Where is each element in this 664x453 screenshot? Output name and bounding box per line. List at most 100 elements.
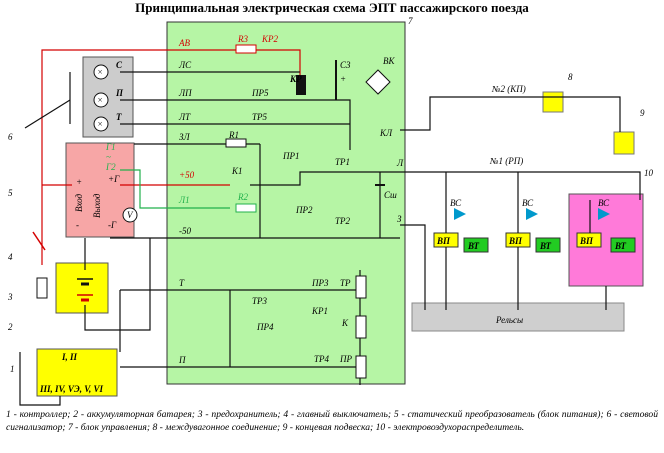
intercar-connection — [542, 91, 564, 113]
callout-1: 1 — [10, 364, 15, 374]
label-lamp-p: П — [115, 88, 124, 98]
label-minus-g: -Г — [108, 220, 117, 230]
p50-wire-b — [250, 171, 400, 186]
label-m50: -50 — [179, 226, 191, 236]
diode-icon-2 — [526, 208, 538, 220]
label-pr5: ПР5 — [251, 88, 269, 98]
label-k1: К1 — [231, 166, 242, 176]
z-rail-wire — [400, 224, 426, 310]
lamp-s-x: × — [97, 67, 103, 77]
av-wire — [41, 49, 301, 265]
label-input: Вход — [74, 193, 84, 212]
page-title: Принципиальная электрическая схема ЭПТ п… — [135, 0, 529, 15]
l1-wire — [120, 169, 230, 209]
callout-10: 10 — [644, 168, 654, 178]
controller-left-wire — [19, 352, 61, 406]
label-tr3: ТР3 — [252, 296, 268, 306]
label-c3: С3 — [340, 60, 351, 70]
label-lp: ЛП — [178, 88, 192, 98]
r3-resistor — [235, 44, 257, 54]
label-r1: R1 — [228, 130, 239, 140]
figure-caption: 1 - контроллер; 2 - аккумуляторная батар… — [6, 409, 658, 433]
kr-coil — [296, 75, 306, 95]
label-vs-3: ВС — [598, 198, 610, 208]
tr-coil — [355, 275, 367, 299]
label-vp-3: ВП — [579, 236, 594, 246]
label-lamp-s: С — [116, 60, 123, 70]
end-hose — [613, 131, 635, 155]
label-vp-1: ВП — [436, 236, 451, 246]
label-lt: ЛТ — [178, 112, 191, 122]
callout-7: 7 — [408, 16, 413, 26]
voltmeter-icon — [122, 207, 138, 223]
callout-5: 5 — [8, 188, 13, 198]
label-tr: ТР — [340, 278, 351, 288]
label-pr: ПР — [339, 354, 352, 364]
label-l1: Л1 — [178, 195, 190, 205]
vt-box-3 — [610, 237, 636, 253]
label-tr5: ТР5 — [252, 112, 268, 122]
label-l: Л — [396, 158, 404, 168]
diode-icon-1 — [454, 208, 466, 220]
label-rails: Рельсы — [495, 315, 523, 325]
label-plus-in: + — [76, 177, 82, 187]
callout-6: 6 — [8, 132, 13, 142]
label-k: К — [341, 318, 349, 328]
label-voltmeter: V — [127, 210, 134, 220]
label-g1: Г1 — [105, 142, 116, 152]
label-n1: №1 (РП) — [489, 156, 523, 166]
label-vt-2: ВТ — [539, 241, 551, 251]
label-output: Выход — [92, 193, 102, 218]
label-r2: R2 — [237, 192, 248, 202]
label-t: Т — [179, 278, 185, 288]
label-kr1: КР1 — [311, 306, 328, 316]
k-coil — [355, 315, 367, 339]
fuse-icon — [36, 277, 48, 299]
label-av: АВ — [178, 38, 190, 48]
control-unit-block — [166, 21, 406, 385]
lamp-p-icon — [93, 92, 109, 108]
label-g2: Г2 — [105, 162, 116, 172]
label-vp-2: ВП — [508, 236, 523, 246]
label-p: П — [178, 355, 186, 365]
lamp-p-x: × — [97, 95, 103, 105]
label-pr4: ПР4 — [256, 322, 274, 332]
vk-bridge-icon — [365, 69, 391, 95]
label-ls: ЛС — [178, 60, 192, 70]
controller-box — [36, 348, 118, 397]
label-cs: Сш — [384, 190, 397, 200]
pr-coil — [355, 355, 367, 379]
label-plus-g: +Г — [108, 174, 120, 184]
label-kr: КР — [289, 74, 302, 84]
label-vt-1: ВТ — [467, 241, 479, 251]
main-switch-icon — [32, 231, 46, 251]
label-p50: +50 — [179, 170, 195, 180]
converter-block — [65, 142, 135, 238]
label-r3: R3 — [237, 34, 248, 44]
callout-3: 3 — [7, 292, 13, 302]
lamp-t-icon — [93, 116, 109, 132]
label-vk: ВК — [383, 56, 395, 66]
label-minus-in: - — [76, 220, 79, 230]
lamp-t-x: × — [97, 119, 103, 129]
diode-icon-3 — [598, 208, 610, 220]
label-z: З — [397, 214, 402, 224]
label-zl: ЗЛ — [179, 132, 190, 142]
label-tr1: ТР1 — [335, 157, 350, 167]
vp-box-3 — [576, 232, 602, 248]
label-pr3: ПР3 — [311, 278, 329, 288]
lamp-s-icon — [93, 64, 109, 80]
callout-6-leader — [24, 99, 71, 129]
label-tr2: ТР2 — [335, 216, 351, 226]
label-tilde: ~ — [106, 152, 111, 162]
label-c3-plus: + — [340, 74, 346, 84]
l-train-wire — [400, 171, 641, 200]
pr5-wire — [300, 99, 351, 150]
label-lamp-t: Т — [116, 112, 122, 122]
r1-resistor — [225, 138, 247, 148]
label-kr2: КР2 — [261, 34, 278, 44]
label-tr4: ТР4 — [314, 354, 330, 364]
vt-box-1 — [463, 237, 489, 253]
